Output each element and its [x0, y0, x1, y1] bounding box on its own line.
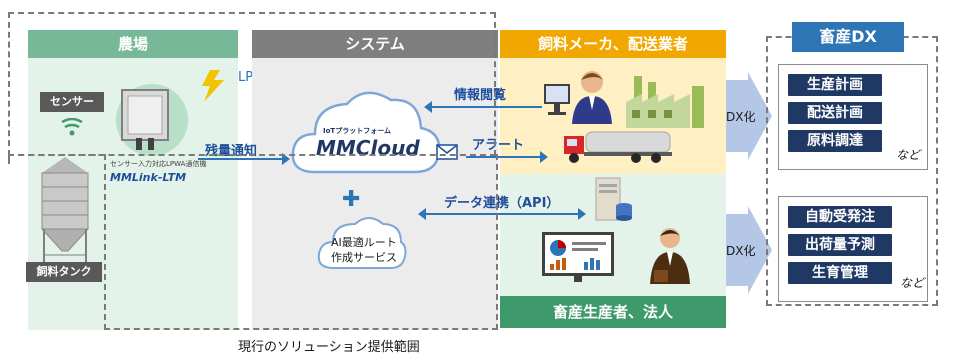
sensor-label: センサー — [40, 92, 104, 112]
scope-border-top — [8, 12, 496, 156]
device-caption: センサー入力対応LPWA通信機 — [110, 160, 207, 168]
dx-item-growth-management: 生育管理 — [788, 262, 892, 284]
dx-title: 畜産DX — [792, 22, 904, 52]
scope-caption: 現行のソリューション提供範囲 — [238, 340, 420, 355]
factory-icon — [626, 76, 704, 128]
cloud-name: MMCloud — [316, 136, 420, 160]
dx-item-delivery-plan: 配送計画 — [788, 102, 882, 124]
ai-service-line1: AI最適ルート — [331, 236, 397, 249]
plus-icon: ✚ — [342, 187, 361, 212]
remaining-notice-arrow — [198, 153, 290, 165]
cloud-platform-label: IoTプラットフォーム — [323, 127, 391, 135]
dx-arrow-2 — [726, 206, 772, 294]
ai-service-line2: 作成サービス — [331, 251, 397, 264]
scope-border-tank — [8, 154, 106, 164]
dx-etc-1: など — [896, 148, 921, 162]
dx-item-auto-ordering: 自動受発注 — [788, 206, 892, 228]
alert-arrow — [466, 151, 548, 163]
truck-icon — [564, 131, 672, 163]
data-link-label: データ連携（API） — [444, 196, 560, 211]
person-computer-icon — [544, 71, 612, 124]
dx-etc-2: など — [900, 276, 925, 290]
feed-header: 飼料メーカ、配送業者 — [500, 30, 726, 58]
iot-device-icon — [116, 84, 188, 156]
ai-service-cloud-icon — [317, 217, 407, 269]
dx-item-shipment-forecast: 出荷量予測 — [788, 234, 892, 256]
dx-item-material-procurement: 原料調達 — [788, 130, 882, 152]
lightning-icon — [202, 70, 224, 102]
dx-arrow-label-2: DX化 — [726, 244, 756, 258]
scope-border-bottom — [104, 154, 498, 330]
dx-arrow-label-1: DX化 — [726, 110, 756, 124]
info-view-label: 情報閲覧 — [454, 88, 507, 103]
dx-item-production-plan: 生産計画 — [788, 74, 882, 96]
tank-label: 飼料タンク — [26, 262, 102, 282]
businessman-icon — [650, 228, 690, 284]
wireless-signal-icon — [61, 118, 83, 136]
dashboard-monitor-icon — [542, 232, 614, 282]
dx-arrow-1 — [726, 72, 772, 160]
feed-tank-icon — [40, 157, 90, 273]
info-view-arrow — [424, 101, 542, 113]
server-icon — [595, 177, 632, 221]
producer-footer: 畜産生産者、法人 — [500, 296, 726, 328]
alert-label: アラート — [472, 138, 525, 153]
data-link-arrow — [418, 208, 586, 220]
farm-header: 農場 — [28, 30, 238, 58]
system-header: システム — [252, 30, 498, 58]
device-name: MMLink-LTM — [110, 171, 187, 184]
